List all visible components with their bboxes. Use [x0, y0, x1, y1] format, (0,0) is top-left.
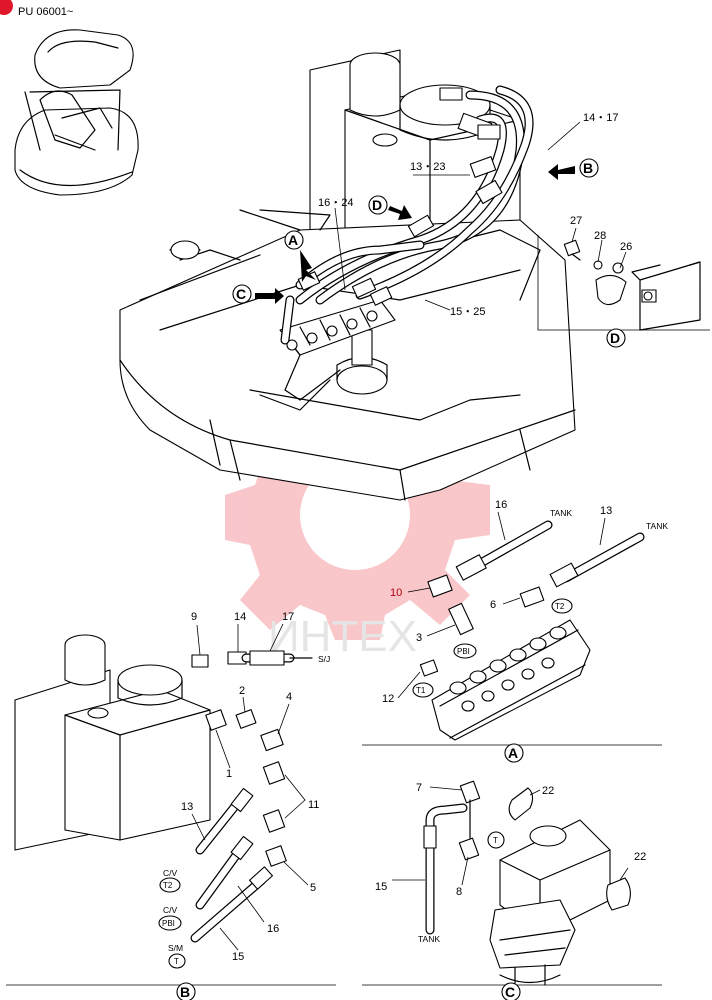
label-sj: S/J: [318, 654, 330, 664]
badge-B-main: B: [579, 158, 599, 178]
label-14-17: 14・17: [583, 112, 618, 124]
svg-text:T: T: [174, 957, 179, 966]
badge-A-detail: A: [504, 743, 524, 763]
label-4: 4: [286, 691, 292, 703]
label-cv-2: C/V: [163, 905, 178, 915]
watermark-text: ИНТЕХ: [268, 612, 417, 661]
badge-PBI-b: PBI: [158, 915, 182, 931]
label-tank-13: TANK: [646, 521, 668, 531]
badge-T-b: T: [168, 953, 186, 969]
badge-A-main: A: [284, 230, 304, 250]
main-hoses: [280, 85, 534, 345]
label-16-a: 16: [495, 499, 507, 511]
label-3: 3: [416, 632, 422, 644]
corner-red-mark: [0, 0, 13, 15]
label-11: 11: [308, 799, 319, 811]
badge-PBI-a: PBI: [453, 643, 477, 659]
badge-T-c: T: [487, 831, 505, 849]
label-26: 26: [620, 241, 632, 253]
badge-T2-a: T2: [551, 598, 573, 614]
label-13-b: 13: [181, 801, 193, 813]
label-16-24: 16・24: [318, 197, 353, 209]
svg-text:PBI: PBI: [162, 919, 175, 928]
svg-text:T2: T2: [163, 881, 173, 890]
detail-B: 14 17 S/J 9 2 4 1 11 5 13 16 15: [6, 611, 336, 1000]
svg-text:B: B: [583, 160, 593, 176]
svg-text:B: B: [180, 984, 190, 1000]
serial-range-label: PU 06001~: [18, 6, 73, 18]
label-17-b: 17: [282, 611, 294, 623]
badge-T2-b: T2: [159, 877, 181, 893]
label-cv-1: C/V: [163, 868, 178, 878]
badge-B-detail: B: [176, 982, 196, 1000]
machine-thumbnail: [14, 29, 139, 196]
badge-T1-a: T1: [412, 682, 434, 698]
svg-text:A: A: [508, 745, 518, 761]
label-14-b: 14: [234, 611, 246, 623]
svg-text:D: D: [610, 330, 620, 346]
main-leaders: [334, 121, 581, 311]
label-2: 2: [239, 685, 245, 697]
label-13-a: 13: [600, 505, 612, 517]
callout-arrows: [255, 164, 575, 304]
badge-C-main: C: [232, 284, 252, 304]
label-6: 6: [490, 599, 496, 611]
badge-D-main: D: [368, 195, 388, 215]
label-5: 5: [310, 882, 316, 894]
detail-D: 27 28 26 D: [537, 215, 710, 348]
badge-C-detail: C: [501, 982, 521, 1000]
label-27: 27: [570, 215, 582, 227]
badge-D-detail: D: [606, 328, 626, 348]
label-16-b: 16: [267, 923, 279, 935]
label-22-bottom: 22: [634, 851, 646, 863]
svg-text:T1: T1: [416, 686, 426, 695]
label-13-23: 13・23: [410, 161, 445, 173]
svg-text:D: D: [372, 197, 382, 213]
label-1: 1: [226, 768, 232, 780]
label-15-c: 15: [375, 881, 387, 893]
label-28: 28: [594, 230, 606, 242]
label-15-25: 15・25: [450, 306, 485, 318]
label-9: 9: [191, 611, 197, 623]
detail-A: 16 13 TANK TANK 10 6 3 12 T2 PBI T1 A: [362, 499, 668, 763]
svg-text:C: C: [236, 286, 246, 302]
svg-text:T2: T2: [555, 602, 565, 611]
label-sm: S/M: [168, 943, 183, 953]
label-tank-c: TANK: [418, 934, 440, 944]
label-22-top: 22: [542, 785, 554, 797]
label-10: 10: [390, 587, 402, 599]
detail-C: 7 8 15 TANK 22 22 T C: [362, 780, 662, 1000]
label-15-b: 15: [232, 951, 244, 963]
label-7: 7: [416, 782, 422, 794]
label-tank-16: TANK: [550, 508, 572, 518]
label-12: 12: [382, 693, 394, 705]
svg-text:PBI: PBI: [457, 647, 470, 656]
main-frame-assembly: [119, 49, 576, 501]
svg-text:C: C: [505, 984, 515, 1000]
label-8: 8: [456, 886, 462, 898]
svg-text:T: T: [493, 836, 498, 845]
svg-text:A: A: [288, 232, 298, 248]
